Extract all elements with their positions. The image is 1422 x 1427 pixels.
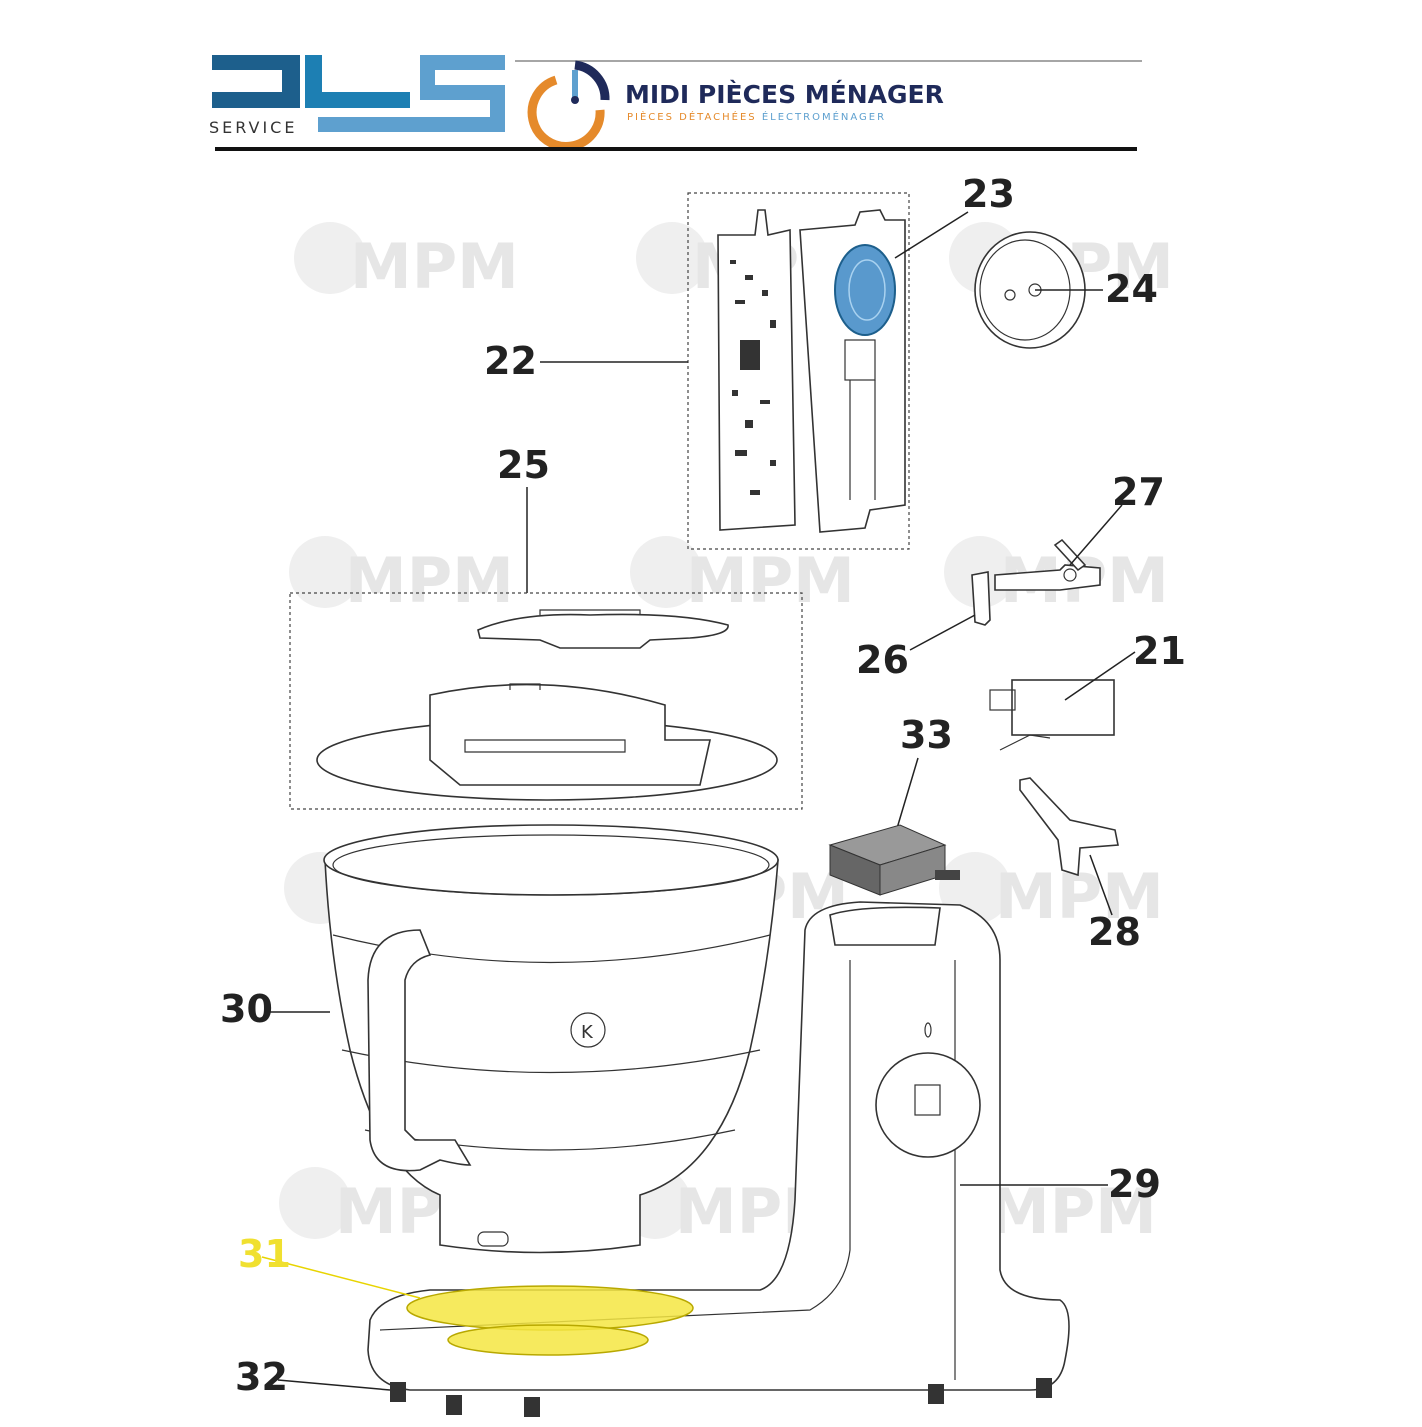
callout-23: 23: [962, 172, 1015, 216]
callout-22: 22: [484, 339, 537, 383]
callout-25: 25: [497, 443, 550, 487]
part-23-rotary-switch[interactable]: [834, 244, 896, 336]
dls-service-text: SERVICE: [209, 118, 297, 137]
callout-leader-23: [894, 211, 969, 259]
mpm-subtitle-2: ÉLECTROMÉNAGER: [762, 110, 886, 123]
part-25-group-box: [289, 592, 803, 810]
part-25-splash-guard[interactable]: [316, 609, 778, 801]
callout-30: 30: [220, 987, 273, 1031]
callout-29: 29: [1108, 1162, 1161, 1206]
watermark: MPM: [686, 544, 855, 617]
part-30-mixing-bowl[interactable]: K: [323, 824, 779, 1254]
callout-leader-26: [909, 614, 976, 651]
watermark: MPM: [345, 544, 514, 617]
part-32-feet[interactable]: [390, 1378, 1052, 1417]
callout-28: 28: [1088, 910, 1141, 954]
mpm-title: MIDI PIÈCES MÉNAGER: [625, 80, 944, 109]
callout-leader-33: [894, 757, 919, 836]
watermark: MPM: [988, 1175, 1157, 1248]
watermark: MPM: [350, 230, 519, 303]
part-33-block[interactable]: [828, 824, 960, 896]
dls-logo: SERVICE: [209, 55, 505, 137]
mpm-subtitle: PIÈCES DÉTACHÉES ÉLECTROMÉNAGER: [627, 110, 886, 123]
part-22-group-box: [687, 192, 910, 550]
callout-33: 33: [900, 713, 953, 757]
callout-leader-21: [1064, 651, 1136, 701]
callout-24: 24: [1105, 267, 1158, 311]
callout-32: 32: [235, 1355, 288, 1399]
part-31-bowl-seat[interactable]: [406, 1285, 694, 1356]
callout-26: 26: [856, 638, 909, 682]
part-27-lever[interactable]: [994, 538, 1101, 591]
callout-27: 27: [1112, 470, 1165, 514]
part-28-hook[interactable]: [1019, 777, 1119, 877]
mpm-subtitle-1: PIÈCES DÉTACHÉES: [627, 110, 757, 123]
callout-leader-27: [1069, 504, 1123, 566]
part-22-pcb[interactable]: [717, 209, 796, 531]
part-26-pin[interactable]: [971, 571, 991, 626]
part-29-mixer-body[interactable]: [367, 901, 1070, 1391]
watermark: MPM: [995, 860, 1164, 933]
callout-leader-28: [1089, 854, 1113, 916]
mpm-logo-icon: [527, 60, 610, 151]
callout-leader-31: [261, 1256, 421, 1299]
brand-k-logo: K: [581, 1022, 594, 1043]
part-21-microswitch[interactable]: [989, 679, 1115, 751]
callout-31: 31: [238, 1232, 291, 1276]
callout-21: 21: [1133, 629, 1186, 673]
callout-leader-32: [277, 1379, 391, 1391]
